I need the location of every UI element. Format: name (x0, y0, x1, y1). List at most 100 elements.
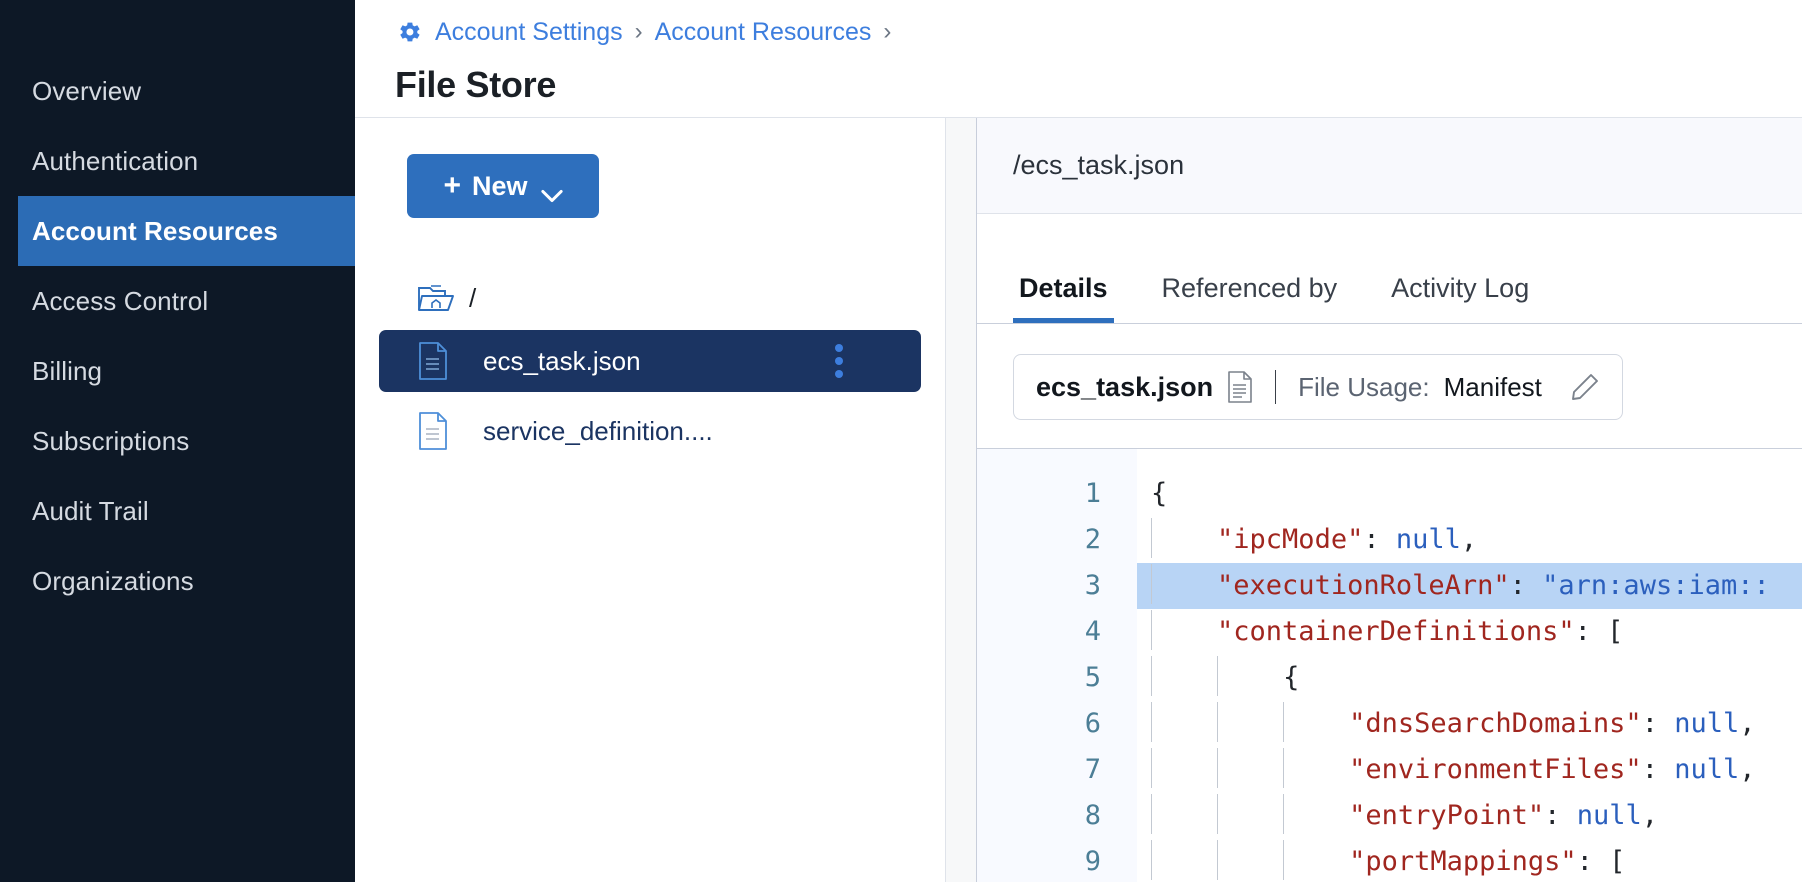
tree-root-folder[interactable]: / (355, 274, 945, 322)
sidebar-item-label: Organizations (32, 565, 194, 596)
code-line[interactable]: "environmentFiles": null, (1137, 747, 1802, 793)
code-indent (1152, 708, 1217, 739)
code-token-punct: , (1739, 708, 1756, 739)
document-icon (1227, 371, 1253, 403)
code-line[interactable]: "dnsSearchDomains": null, (1137, 701, 1802, 747)
file-path-text: /ecs_task.json (1013, 150, 1185, 180)
code-token-punct: { (1283, 662, 1300, 693)
file-tree: / ecs_task.json (355, 274, 945, 462)
indent-guide (1217, 840, 1219, 880)
indent-guide (1283, 702, 1285, 742)
code-line[interactable]: { (1137, 655, 1802, 701)
code-line-number: 9 (1084, 846, 1101, 877)
code-line[interactable]: "ipcMode": null, (1137, 517, 1802, 563)
sidebar-item-label: Audit Trail (32, 495, 149, 526)
indent-guide (1151, 518, 1152, 558)
folder-open-icon (417, 282, 455, 314)
code-content[interactable]: { "ipcMode": null, "executionRoleArn": "… (1137, 449, 1802, 882)
sidebar-item-audit-trail[interactable]: Audit Trail (0, 476, 355, 546)
indent-guide (1217, 656, 1219, 696)
indent-guide (1217, 748, 1219, 788)
usage-value: Manifest (1443, 371, 1542, 402)
indent-guide (1151, 840, 1152, 880)
sidebar-item-billing[interactable]: Billing (0, 336, 355, 406)
gear-icon (395, 18, 423, 46)
usage-filename: ecs_task.json (1036, 371, 1214, 402)
file-row[interactable]: ecs_task.json (379, 330, 921, 392)
file-detail-panel: /ecs_task.json Details Referenced by Act… (977, 118, 1802, 882)
indent-guide (1217, 794, 1219, 834)
tab-details[interactable]: Details (1013, 273, 1114, 323)
code-line[interactable]: { (1137, 471, 1802, 517)
code-line[interactable]: "entryPoint": null, (1137, 793, 1802, 839)
code-line[interactable]: "containerDefinitions": [ (1137, 609, 1802, 655)
code-indent (1284, 754, 1349, 785)
code-line-number: 5 (1084, 662, 1101, 693)
sidebar-item-label: Account Resources (32, 215, 278, 246)
tree-root-label: / (469, 282, 477, 313)
tab-label: Details (1019, 273, 1108, 303)
code-line-number: 4 (1084, 616, 1101, 647)
code-token-punct: { (1151, 478, 1168, 509)
plus-icon: + (443, 169, 461, 202)
file-browser-panel: + New (355, 118, 945, 882)
code-token-punct: : (1641, 708, 1675, 739)
breadcrumb-item-account-resources[interactable]: Account Resources (654, 17, 872, 46)
sidebar-item-label: Access Control (32, 285, 209, 316)
code-indent (1152, 570, 1217, 601)
tab-activity-log[interactable]: Activity Log (1385, 273, 1535, 323)
breadcrumb-separator: › (634, 18, 643, 45)
sidebar-item-authentication[interactable]: Authentication (0, 126, 355, 196)
code-indent (1218, 662, 1283, 693)
code-token-key: "containerDefinitions" (1217, 616, 1575, 647)
file-usage-section: ecs_task.json File Usage: Manifest (977, 324, 1802, 448)
sidebar-item-overview[interactable]: Overview (0, 56, 355, 126)
code-indent (1218, 800, 1283, 831)
code-indent (1152, 846, 1217, 877)
code-token-punct: : [ (1574, 616, 1624, 647)
tab-referenced-by[interactable]: Referenced by (1156, 273, 1344, 323)
kebab-menu-icon[interactable] (835, 344, 843, 378)
sidebar-item-label: Authentication (32, 145, 199, 176)
tab-label: Activity Log (1391, 273, 1530, 303)
pencil-icon[interactable] (1570, 372, 1600, 402)
indent-guide (1151, 656, 1152, 696)
main-area: Account Settings › Account Resources › F… (355, 0, 1802, 882)
code-indent (1218, 754, 1283, 785)
code-indent (1218, 846, 1283, 877)
code-token-null: null (1395, 524, 1461, 555)
code-line[interactable]: "executionRoleArn": "arn:aws:iam:: (1137, 563, 1802, 609)
code-token-punct: , (1460, 524, 1478, 555)
code-indent (1152, 524, 1217, 555)
code-token-key: "dnsSearchDomains" (1349, 708, 1642, 739)
code-token-punct: : (1363, 524, 1396, 555)
chevron-down-icon (540, 179, 563, 203)
breadcrumb-item-account-settings[interactable]: Account Settings (435, 17, 623, 46)
code-line-number: 7 (1084, 754, 1101, 785)
sidebar-item-organizations[interactable]: Organizations (0, 546, 355, 616)
sidebar-item-access-control[interactable]: Access Control (0, 266, 355, 336)
indent-guide (1283, 794, 1285, 834)
panel-divider[interactable] (945, 118, 977, 882)
new-button[interactable]: + New (407, 154, 599, 218)
sidebar-item-label: Overview (32, 75, 142, 106)
sidebar: Overview Authentication Account Resource… (0, 0, 355, 882)
indent-guide (1217, 702, 1219, 742)
code-indent (1152, 800, 1217, 831)
content-area: + New (355, 118, 1802, 882)
code-indent (1284, 800, 1349, 831)
detail-tabs: Details Referenced by Activity Log (977, 214, 1802, 324)
sidebar-item-subscriptions[interactable]: Subscriptions (0, 406, 355, 476)
indent-guide (1151, 610, 1152, 650)
code-line-number: 8 (1084, 800, 1101, 831)
indent-guide (1151, 748, 1152, 788)
indent-guide (1151, 564, 1152, 604)
indent-guide (1151, 702, 1152, 742)
sidebar-item-account-resources[interactable]: Account Resources (18, 196, 355, 266)
file-row[interactable]: service_definition.... (379, 400, 921, 462)
code-indent (1152, 616, 1217, 647)
code-line-number: 3 (1084, 570, 1101, 601)
code-line[interactable]: "portMappings": [ (1137, 839, 1802, 882)
